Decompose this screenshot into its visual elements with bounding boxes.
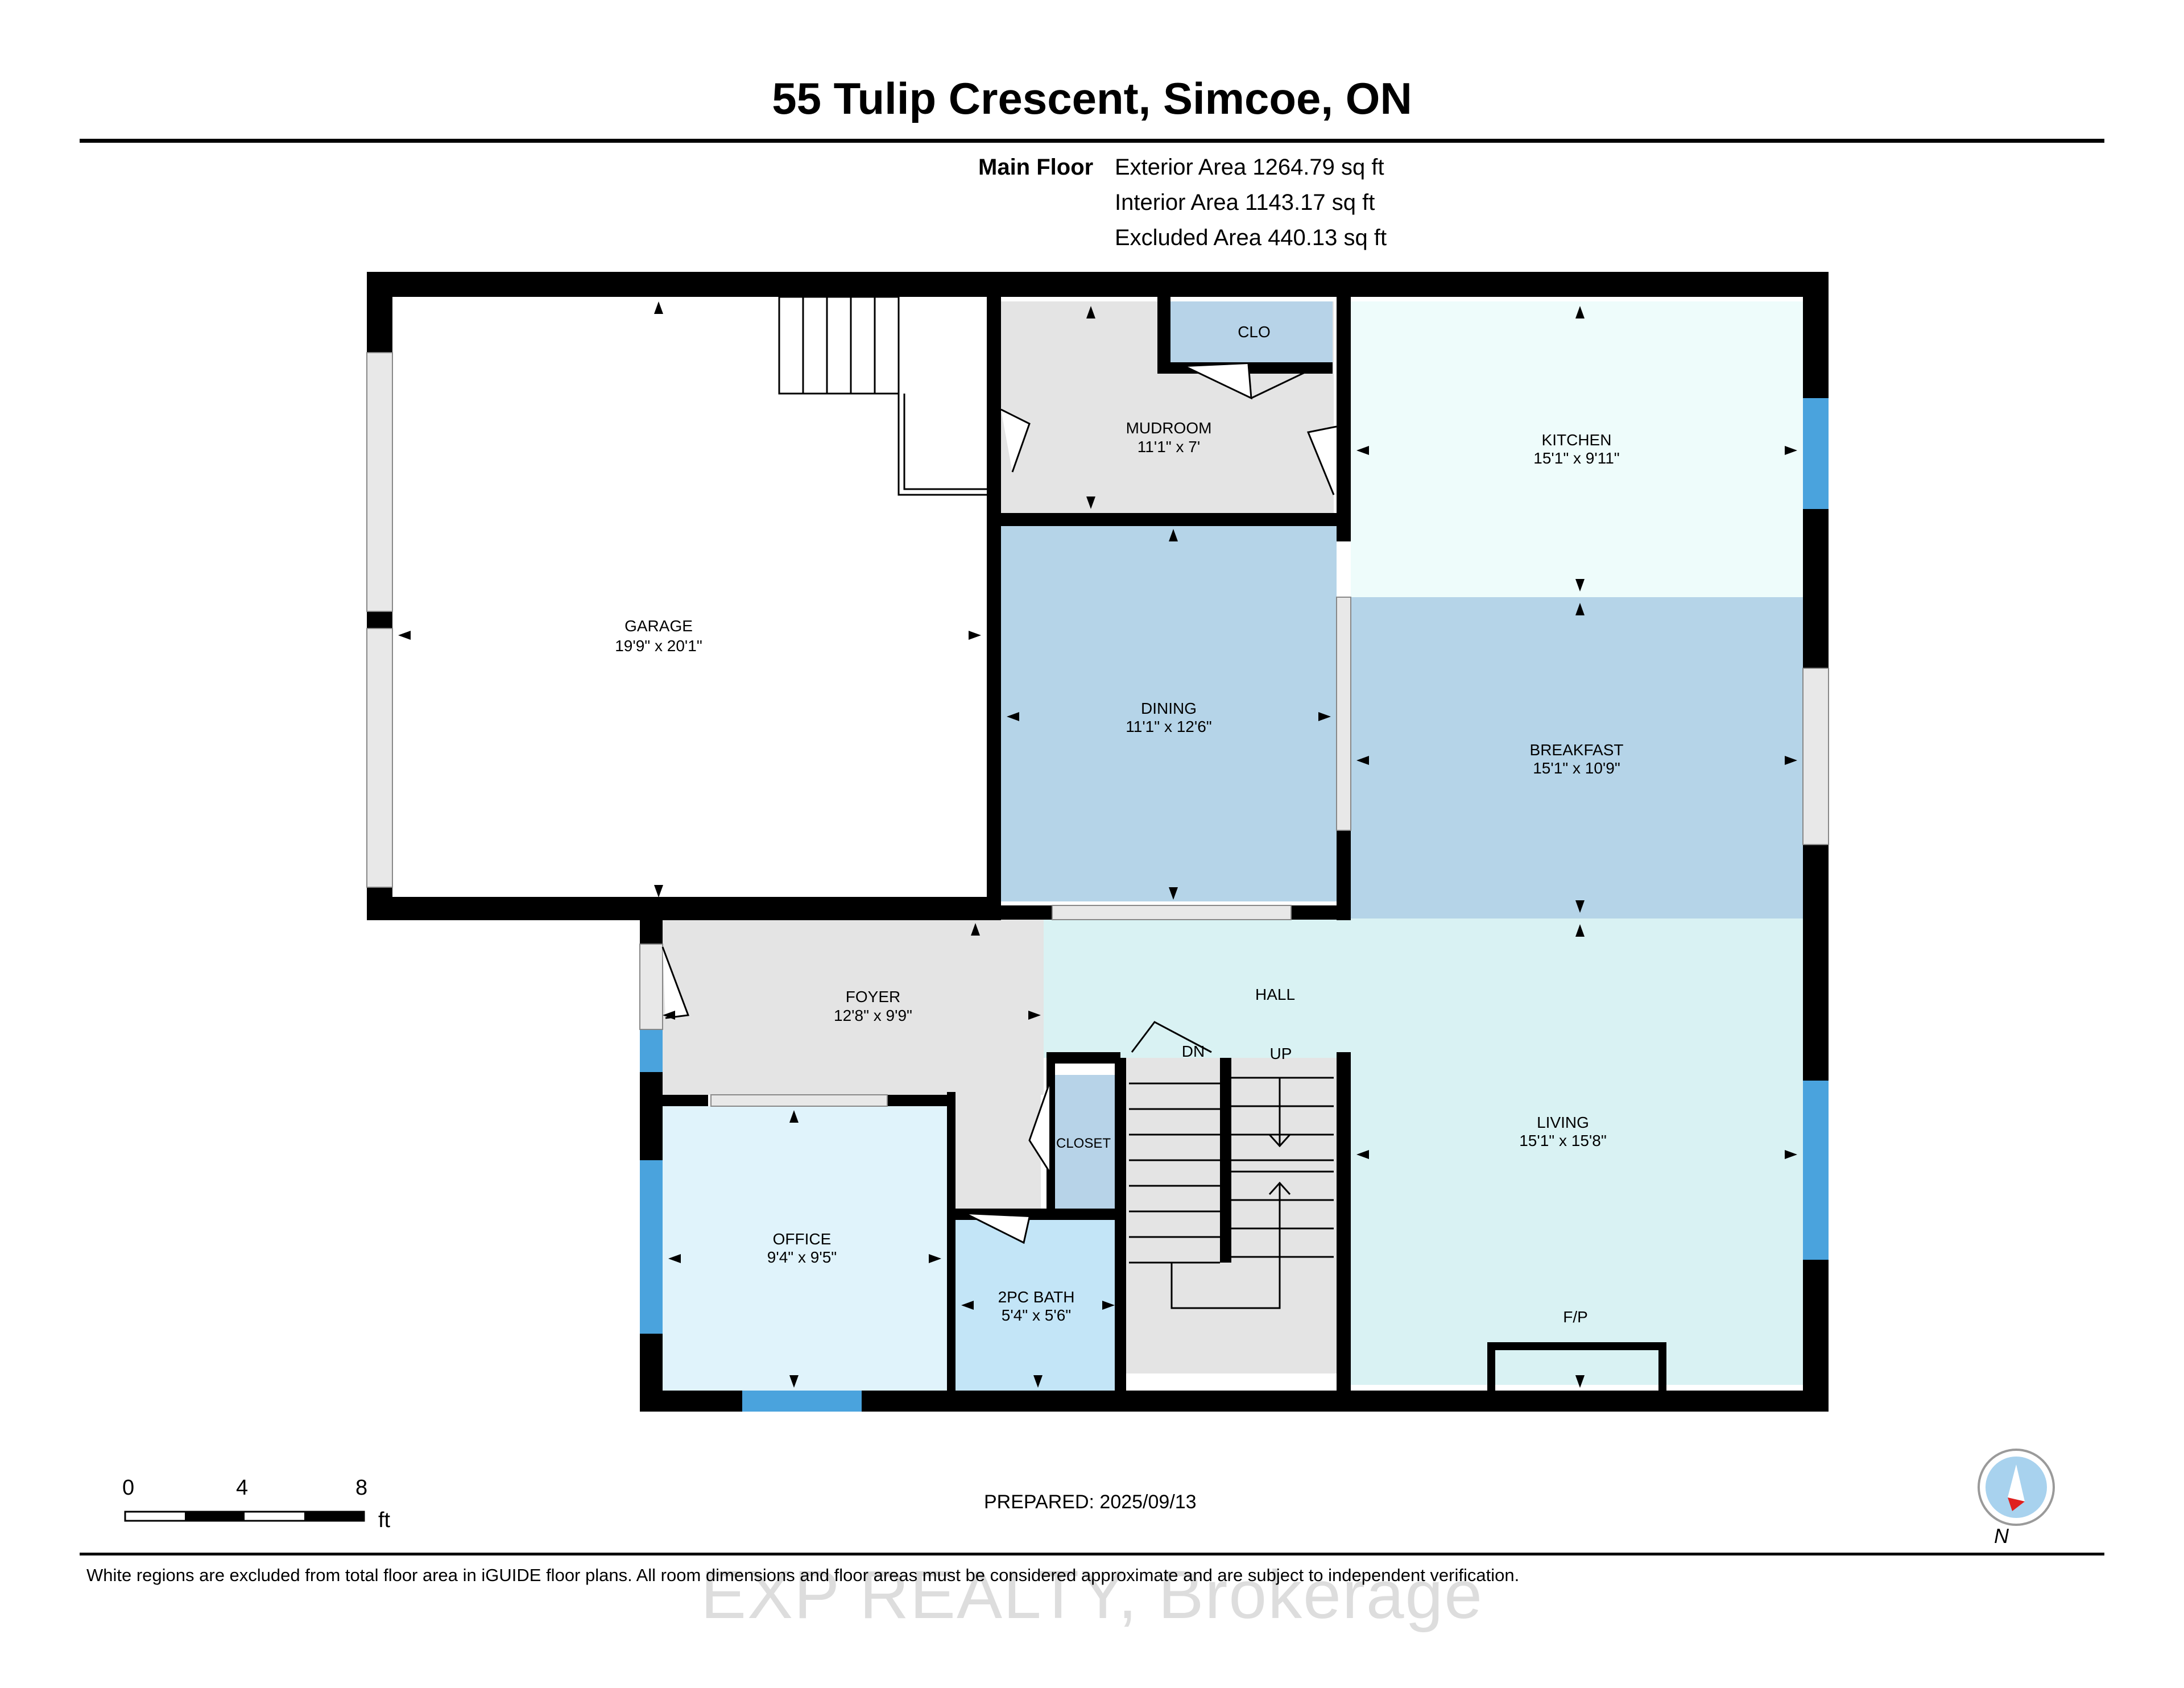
excluded-area: Excluded Area 440.13 sq ft (1115, 225, 1387, 250)
foyer-floor (663, 919, 1044, 1095)
office-opening (710, 1094, 888, 1107)
living-label: LIVING (1537, 1114, 1589, 1131)
dimension-arrows (398, 301, 1797, 1388)
scale-tick-4: 4 (236, 1476, 248, 1500)
stairs-up-label: UP (1270, 1045, 1292, 1062)
footnote: White regions are excluded from total fl… (86, 1565, 1520, 1585)
page-title: 55 Tulip Crescent, Simcoe, ON (772, 73, 1412, 123)
garage-window-2 (366, 628, 393, 888)
foyer-window (640, 1029, 663, 1072)
closet-floor (1052, 1075, 1115, 1211)
main-stairs (1129, 1021, 1334, 1309)
living-floor (1351, 919, 1803, 1385)
office-dims: 9'4" x 9'5" (767, 1248, 837, 1266)
stairs-floor (1126, 1058, 1339, 1373)
front-door-opening (639, 944, 663, 1030)
dining-breakfast-opening (1336, 597, 1351, 831)
office-label: OFFICE (773, 1230, 832, 1248)
kitchen-floor (1351, 301, 1803, 597)
interior-area: Interior Area 1143.17 sq ft (1115, 190, 1375, 215)
living-window (1803, 1081, 1829, 1260)
breakfast-label: BREAKFAST (1530, 741, 1624, 759)
scale-tick-8: 8 (355, 1476, 367, 1500)
dining-hall-opening (1052, 905, 1292, 920)
mudroom-label: MUDROOM (1126, 419, 1212, 437)
office-floor (663, 1106, 947, 1391)
compass-icon (1978, 1449, 2055, 1526)
breakfast-floor (1351, 597, 1803, 919)
door-swings (661, 363, 1337, 1244)
kitchen-label: KITCHEN (1542, 431, 1612, 449)
bath-dims: 5'4" x 5'6" (1002, 1306, 1071, 1324)
hall-floor (1044, 919, 1351, 1058)
garage-dims: 19'9" x 20'1" (615, 637, 702, 655)
garage-stairs (778, 296, 987, 496)
bottom-rule (80, 1553, 2104, 1555)
watermark: EXP REALTY, Brokerage (700, 1557, 1484, 1633)
dining-floor (1001, 526, 1337, 901)
top-rule (80, 139, 2104, 143)
bath-floor (956, 1217, 1120, 1391)
garage-label: GARAGE (624, 617, 693, 635)
dining-label: DINING (1141, 700, 1197, 717)
foyer-passage-floor (944, 1095, 1041, 1209)
clo-floor (1170, 301, 1333, 362)
scale-bar: 0 4 8 ft (122, 1476, 391, 1532)
dining-dims: 11'1" x 12'6" (1126, 718, 1211, 735)
closet-label: CLOSET (1056, 1136, 1111, 1151)
breakfast-door (1802, 668, 1829, 845)
exterior-area: Exterior Area 1264.79 sq ft (1115, 155, 1384, 180)
fireplace-label: F/P (1563, 1308, 1588, 1326)
hall-label: HALL (1255, 986, 1295, 1003)
foyer-dims: 12'8" x 9'9" (834, 1007, 912, 1024)
garage-window-1 (366, 352, 393, 612)
kitchen-dims: 15'1" x 9'11" (1533, 449, 1619, 467)
scale-tick-0: 0 (122, 1476, 134, 1500)
stairs-down-label: DN (1182, 1042, 1205, 1060)
scale-unit: ft (378, 1508, 391, 1532)
floor-name: Main Floor (978, 155, 1094, 180)
garage-floor (392, 297, 987, 897)
kitchen-window (1803, 398, 1829, 509)
mudroom-dims: 11'1" x 7' (1138, 438, 1200, 456)
living-dims: 15'1" x 15'8" (1519, 1132, 1607, 1149)
prepared-date: PREPARED: 2025/09/13 (984, 1491, 1197, 1513)
office-window-front (742, 1391, 862, 1412)
compass-north-label: N (1994, 1524, 2009, 1548)
foyer-label: FOYER (846, 988, 900, 1006)
breakfast-dims: 15'1" x 10'9" (1533, 759, 1620, 777)
bath-label: 2PC BATH (998, 1288, 1075, 1306)
office-window-side (640, 1160, 663, 1334)
clo-label: CLO (1238, 323, 1271, 341)
